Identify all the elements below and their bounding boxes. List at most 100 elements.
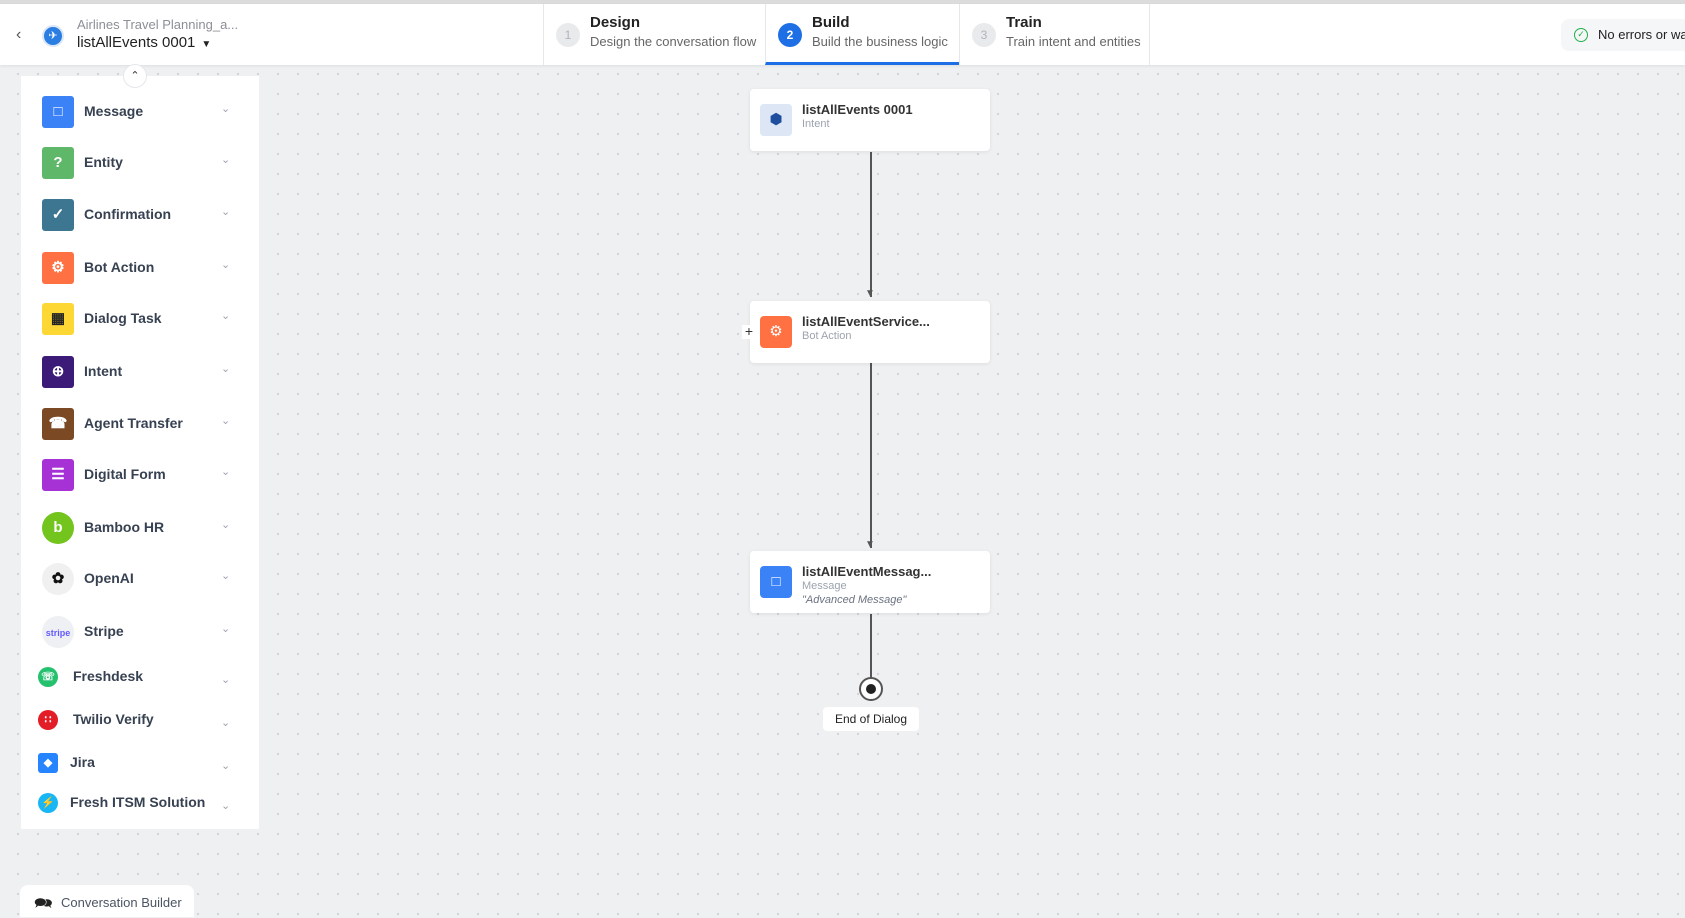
task-selector[interactable]: listAllEvents 0001 ▼ (77, 34, 211, 51)
check-circle-icon: ✓ (1574, 28, 1588, 42)
tab-title: Build (812, 14, 850, 31)
digital-form-icon: ☰ (42, 459, 74, 491)
connector-line (870, 363, 872, 548)
palette-item-digital-form[interactable]: ☰ Digital Form ⌄ (21, 453, 259, 497)
caret-down-icon: ▼ (201, 39, 212, 50)
palette-item-freshdesk[interactable]: ☏ Freshdesk ⌄ (21, 655, 259, 699)
tab-subtitle: Train intent and entities (1006, 34, 1141, 49)
chevron-down-icon[interactable]: ⌄ (221, 800, 231, 812)
tab-subtitle: Build the business logic (812, 34, 948, 49)
conversation-builder-tab[interactable]: 🗪Conversation Builder (20, 885, 194, 917)
palette-item-label: Fresh ITSM Solution (70, 794, 206, 810)
palette-item-label: Dialog Task (84, 310, 162, 326)
palette-item-label: OpenAI (84, 570, 134, 586)
tab-subtitle: Design the conversation flow (590, 34, 757, 49)
node-type: Intent (802, 118, 830, 130)
palette-item-entity[interactable]: ? Entity ⌄ (21, 141, 259, 185)
arrow-down-icon: ▼ (865, 539, 875, 550)
palette-item-label: Freshdesk (73, 668, 144, 684)
chevron-down-icon[interactable]: ⌄ (221, 760, 231, 772)
top-border (0, 0, 1685, 4)
palette-item-label: Intent (84, 363, 123, 379)
tab-title: Design (590, 14, 641, 31)
collapse-chevron-up-icon[interactable]: ⌃ (123, 64, 147, 88)
end-of-dialog-node[interactable] (859, 677, 883, 701)
palette-item-twilio-verify[interactable]: ∷Twilio Verify⌄ (21, 698, 259, 742)
jira-icon: ◆ (38, 753, 58, 773)
arrow-down-icon: ▼ (865, 288, 875, 299)
status-badge[interactable]: ✓ No errors or war (1561, 19, 1685, 51)
app-logo-icon: ✈ (42, 25, 64, 47)
step-number: 1 (556, 23, 580, 47)
palette-item-label: Jira (70, 754, 95, 770)
chevron-down-icon[interactable]: ⌄ (221, 103, 231, 115)
message-icon: □ (42, 96, 74, 128)
node-bot-action[interactable]: ⚙ listAllEventService... Bot Action (750, 301, 990, 363)
palette-item-openai[interactable]: ✿ OpenAI ⌄ (21, 557, 259, 601)
palette-item-confirmation[interactable]: ✓ Confirmation ⌄ (21, 193, 259, 237)
chevron-down-icon[interactable]: ⌄ (221, 466, 231, 478)
chevron-down-icon[interactable]: ⌄ (221, 674, 231, 686)
chevron-down-icon[interactable]: ⌄ (221, 623, 231, 635)
palette-item-label: Twilio Verify (73, 711, 154, 727)
palette-item-bot-action[interactable]: ⚙Bot Action⌄ (21, 246, 259, 290)
header-bar: ‹ ✈ Airlines Travel Planning_a... listAl… (0, 4, 1685, 65)
node-title: listAllEventService... (802, 314, 930, 329)
node-title: listAllEventMessag... (802, 564, 932, 579)
chevron-down-icon[interactable]: ⌄ (221, 363, 231, 375)
chevron-down-icon[interactable]: ⌄ (221, 717, 231, 729)
fresh-itsm-icon: ⚡ (38, 793, 58, 813)
connector-line (870, 614, 872, 678)
palette-item-fresh-itsm-solution[interactable]: ⚡ Fresh ITSM Solution ⌄ (21, 781, 259, 825)
bot-action-icon: ⚙ (760, 316, 792, 348)
back-arrow-icon[interactable]: ‹ (16, 26, 22, 43)
palette-item-label: Message (84, 103, 144, 119)
intent-hexagon-icon: ⬢ (760, 104, 792, 136)
chevron-down-icon[interactable]: ⌄ (221, 206, 231, 218)
palette-item-jira[interactable]: ◆ Jira ⌄ (21, 741, 259, 785)
chevron-down-icon[interactable]: ⌄ (221, 310, 231, 322)
add-node-plus-icon[interactable]: + (742, 324, 756, 339)
entity-icon: ? (42, 147, 74, 179)
node-title: listAllEvents 0001 (802, 102, 913, 117)
app-name: Airlines Travel Planning_a... (77, 17, 239, 32)
tab-title: Train (1006, 14, 1042, 31)
palette-item-label: Entity (84, 154, 123, 170)
node-preview: "Advanced Message" (802, 594, 907, 606)
conversation-builder-label: Conversation Builder (61, 895, 182, 910)
palette-item-intent[interactable]: ⊕Intent⌄ (21, 350, 259, 394)
freshdesk-icon: ☏ (38, 667, 58, 687)
chevron-down-icon[interactable]: ⌄ (221, 519, 231, 531)
palette-item-label: Bot Action (84, 259, 155, 275)
step-number: 3 (972, 23, 996, 47)
task-name: listAllEvents 0001 (77, 34, 196, 51)
palette-item-label: Digital Form (84, 466, 166, 482)
message-icon: □ (760, 566, 792, 598)
status-text: No errors or war (1598, 27, 1685, 42)
chevron-down-icon[interactable]: ⌄ (221, 259, 231, 271)
chevron-down-icon[interactable]: ⌄ (221, 415, 231, 427)
agent-transfer-icon: ☎ (42, 408, 74, 440)
bamboohr-icon: b (42, 512, 74, 544)
chevron-down-icon[interactable]: ⌄ (221, 154, 231, 166)
openai-icon: ✿ (42, 563, 74, 595)
confirmation-icon: ✓ (42, 199, 74, 231)
connector-line (870, 152, 872, 297)
step-number: 2 (778, 23, 802, 47)
palette-item-label: Confirmation (84, 206, 172, 222)
palette-item-label: Agent Transfer (84, 415, 183, 431)
node-message[interactable]: □ listAllEventMessag... Message "Advance… (750, 551, 990, 613)
palette-item-message[interactable]: □ Message ⌄ (21, 90, 259, 134)
chevron-down-icon[interactable]: ⌄ (221, 570, 231, 582)
node-intent[interactable]: ⬢ listAllEvents 0001 Intent (750, 89, 990, 151)
node-type: Message (802, 580, 847, 592)
end-of-dialog-label: End of Dialog (823, 707, 919, 731)
palette-item-agent-transfer[interactable]: ☎ Agent Transfer ⌄ (21, 402, 259, 446)
palette-item-dialog-task[interactable]: ▦Dialog Task⌄ (21, 297, 259, 341)
palette-item-label: Stripe (84, 623, 124, 639)
